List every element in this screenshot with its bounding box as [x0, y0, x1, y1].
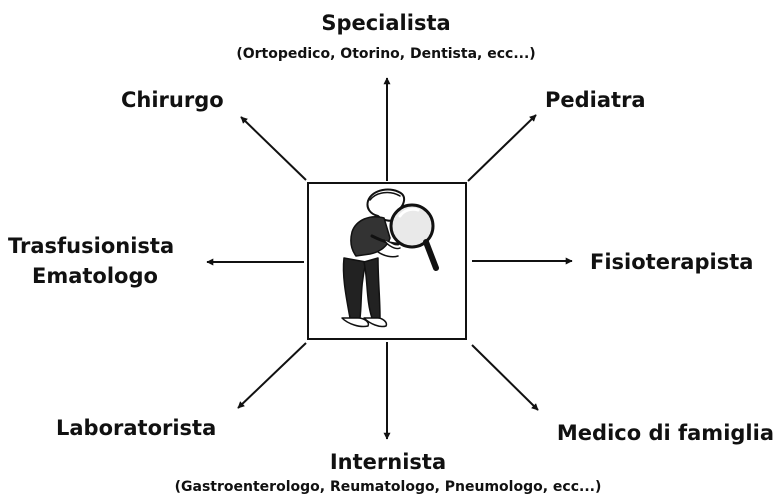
label-laboratorista: Laboratorista [56, 415, 216, 441]
label-internista: Internista [330, 449, 446, 475]
label-chirurgo: Chirurgo [121, 87, 224, 113]
arrow-to-chirurgo [241, 117, 306, 180]
label-medico-di-famiglia: Medico di famiglia [557, 420, 774, 446]
label-trasfusionista-line1: Trasfusionista [8, 233, 174, 259]
detail-internista: (Gastroenterologo, Reumatologo, Pneumolo… [175, 478, 602, 496]
label-pediatra: Pediatra [545, 87, 646, 113]
label-fisioterapista: Fisioterapista [590, 249, 753, 275]
label-specialista: Specialista [321, 10, 450, 36]
arrow-to-medico-di-famiglia [472, 345, 538, 410]
detail-specialista: (Ortopedico, Otorino, Dentista, ecc...) [236, 45, 535, 63]
label-trasfusionista-line2: Ematologo [32, 263, 158, 289]
arrow-to-pediatra [468, 115, 536, 181]
arrow-to-laboratorista [238, 343, 306, 408]
